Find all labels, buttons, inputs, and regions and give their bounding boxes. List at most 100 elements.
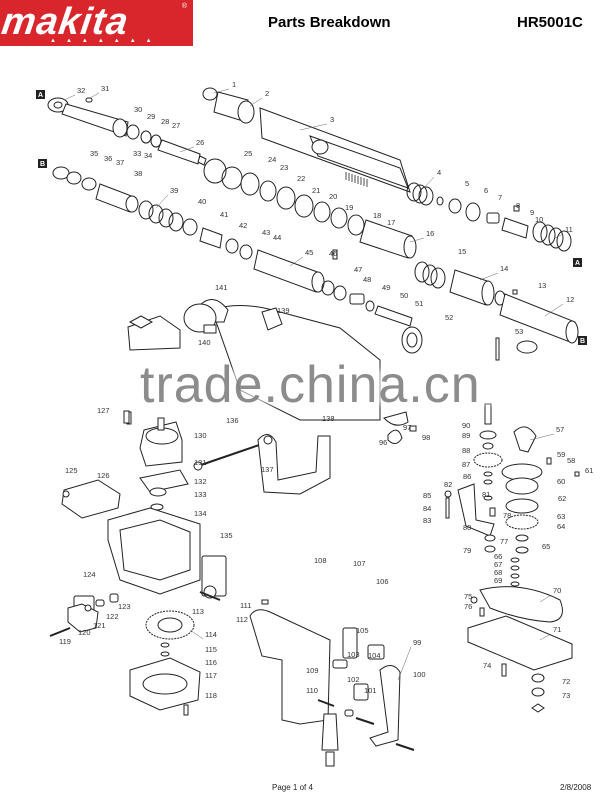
part-callout-62: 62 — [558, 494, 566, 503]
part-callout-33: 33 — [133, 149, 141, 158]
part-callout-86: 86 — [463, 472, 471, 481]
part-callout-121: 121 — [93, 621, 106, 630]
part-callout-69: 69 — [494, 576, 502, 585]
part-callout-77: 77 — [500, 537, 508, 546]
part-callout-139: 139 — [277, 306, 290, 315]
part-callout-6: 6 — [484, 186, 488, 195]
part-callout-127: 127 — [97, 406, 110, 415]
part-callout-47: 47 — [354, 265, 362, 274]
part-callout-85: 85 — [423, 491, 431, 500]
part-callout-76: 76 — [464, 602, 472, 611]
part-callout-57: 57 — [556, 425, 564, 434]
gear-housing-cover-70-76 — [467, 586, 573, 713]
part-callout-109: 109 — [306, 666, 319, 675]
part-callout-50: 50 — [400, 291, 408, 300]
part-callout-30: 30 — [134, 105, 142, 114]
part-callout-124: 124 — [83, 570, 96, 579]
part-callout-90: 90 — [462, 421, 470, 430]
part-callout-80: 80 — [463, 523, 471, 532]
part-callout-135: 135 — [220, 531, 233, 540]
part-callout-141: 141 — [215, 283, 228, 292]
part-callout-106: 106 — [376, 577, 389, 586]
part-callout-60: 60 — [557, 477, 565, 486]
part-callout-116: 116 — [205, 658, 217, 667]
part-callout-140: 140 — [198, 338, 211, 347]
gear-housing-134 — [61, 479, 227, 621]
part-callout-61: 61 — [585, 466, 593, 475]
registered-mark: ® — [181, 3, 187, 10]
exploded-parts-diagram: A B A B — [36, 80, 593, 767]
ring-series-25-17 — [203, 158, 417, 259]
part-callout-12: 12 — [566, 295, 574, 304]
section-marker-a-right: A — [573, 258, 582, 267]
part-callout-75: 75 — [464, 592, 472, 601]
part-callout-114: 114 — [205, 630, 217, 639]
part-callout-27: 27 — [172, 121, 180, 130]
part-callout-23: 23 — [280, 163, 288, 172]
part-callout-79: 79 — [463, 546, 471, 555]
part-callout-110: 110 — [306, 686, 318, 695]
part-callout-14: 14 — [500, 264, 508, 273]
watermark-overlay: trade.china.cn — [130, 355, 610, 415]
part-callout-22: 22 — [297, 174, 305, 183]
part-callout-113: 113 — [192, 607, 204, 616]
part-callout-42: 42 — [239, 221, 247, 230]
part-callout-67: 67 — [494, 560, 502, 569]
part-callout-87: 87 — [462, 460, 470, 469]
spindle-assembly-row-a — [47, 97, 207, 166]
part-callout-19: 19 — [345, 203, 353, 212]
part-callout-3: 3 — [330, 115, 334, 124]
part-callout-7: 7 — [498, 193, 502, 202]
piston-assembly-row-b — [52, 166, 413, 327]
part-callout-10: 10 — [535, 215, 543, 224]
svg-text:B: B — [580, 338, 585, 345]
side-handle-136-138 — [123, 410, 331, 495]
brand-wordmark: makita — [0, 1, 132, 43]
part-callout-126: 126 — [97, 471, 110, 480]
part-callout-65: 65 — [542, 542, 550, 551]
part-callout-68: 68 — [494, 568, 502, 577]
part-callout-125: 125 — [65, 466, 78, 475]
part-callout-8: 8 — [516, 201, 520, 210]
part-callout-83: 83 — [423, 516, 431, 525]
motor-parts-left — [126, 303, 217, 511]
part-callout-58: 58 — [567, 456, 575, 465]
part-callout-51: 51 — [415, 299, 423, 308]
part-callout-104: 104 — [368, 651, 381, 660]
part-callout-41: 41 — [220, 210, 228, 219]
watermark-blur-band — [130, 370, 610, 404]
section-marker-a-top: A — [36, 90, 45, 99]
tool-holder-barrel — [202, 87, 411, 193]
cylinder-parts-12-16 — [414, 261, 579, 344]
svg-text:A: A — [575, 260, 580, 267]
part-callout-32: 32 — [77, 86, 85, 95]
part-callout-78: 78 — [503, 511, 511, 520]
model-number: HR5001C — [517, 14, 583, 31]
part-callout-132: 132 — [194, 477, 207, 486]
document-date: 2/8/2008 — [560, 783, 592, 792]
part-callout-25: 25 — [244, 149, 252, 158]
part-callout-84: 84 — [423, 504, 431, 513]
part-callout-34: 34 — [144, 151, 152, 160]
part-callout-123: 123 — [118, 602, 131, 611]
part-callout-117: 117 — [205, 671, 217, 680]
side-cover-119-123 — [49, 591, 221, 637]
part-callout-98: 98 — [422, 433, 430, 442]
part-callout-73: 73 — [562, 691, 570, 700]
callout-labels: 1234567891011121314151617181920212223242… — [59, 80, 593, 700]
part-callout-39: 39 — [170, 186, 178, 195]
svg-text:A: A — [38, 92, 43, 99]
part-callout-89: 89 — [462, 431, 470, 440]
part-callout-131: 131 — [194, 458, 207, 467]
part-callout-97: 97 — [403, 423, 411, 432]
part-callout-20: 20 — [329, 192, 337, 201]
part-callout-45: 45 — [305, 248, 313, 257]
part-callout-138: 138 — [322, 414, 335, 423]
part-callout-82: 82 — [444, 480, 452, 489]
part-callout-26: 26 — [196, 138, 204, 147]
part-callout-81: 81 — [482, 490, 490, 499]
part-callout-63: 63 — [557, 512, 565, 521]
part-callout-17: 17 — [387, 218, 395, 227]
section-marker-b-left: B — [38, 159, 47, 168]
part-callout-70: 70 — [553, 586, 561, 595]
